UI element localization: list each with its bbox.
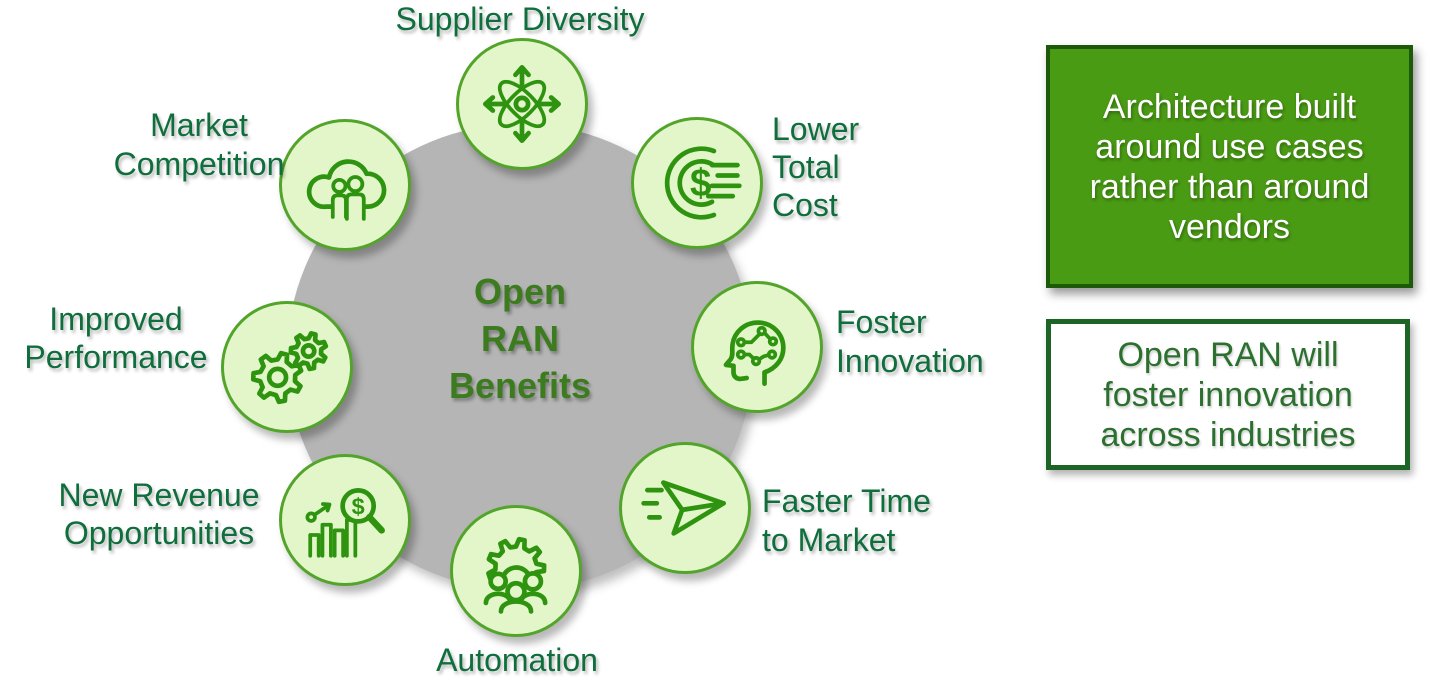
double-gears-icon — [250, 330, 329, 405]
innovation-callout-box: Open RAN will foster innovation across i… — [1046, 319, 1410, 470]
benefit-circle-supplier-diversity — [456, 38, 588, 170]
center-title-line: Benefits — [448, 365, 592, 406]
label-line: Market — [150, 107, 248, 143]
label-improved-performance: Improved Performance — [16, 300, 216, 376]
benefit-circle-lower-total-cost: $ — [631, 117, 763, 249]
gear-people-icon — [483, 536, 548, 614]
label-lower-total-cost: Lower Total Cost — [772, 110, 952, 224]
head-circuit-icon — [723, 320, 786, 387]
benefit-circle-improved-performance — [221, 301, 353, 433]
callout-line: around use cases — [1095, 127, 1364, 166]
dollar-glyph: $ — [690, 162, 711, 205]
chart-magnifier-dollar-icon: $ — [305, 488, 385, 558]
label-line: Total — [772, 149, 840, 185]
callout-line: across industries — [1100, 415, 1356, 454]
label-foster-innovation: Foster Innovation — [836, 303, 1066, 381]
benefit-circle-new-revenue-opportunities: $ — [279, 454, 411, 586]
label-market-competition: Market Competition — [88, 106, 310, 184]
label-automation: Automation — [402, 641, 632, 679]
label-line: Innovation — [836, 343, 984, 379]
callout-line: vendors — [1169, 207, 1290, 246]
label-line: Improved — [49, 301, 183, 337]
center-title-line: RAN — [481, 318, 559, 359]
expand-directions-atom-icon — [482, 64, 562, 144]
label-line: Performance — [24, 339, 208, 375]
paper-plane-icon — [641, 480, 726, 536]
label-line: Opportunities — [63, 515, 255, 551]
center-title-line: Open — [473, 271, 566, 312]
callout-line: Open RAN will — [1117, 335, 1339, 374]
benefit-circle-market-competition — [279, 119, 411, 251]
benefit-circle-faster-time-to-market — [619, 442, 751, 574]
label-line: Lower — [772, 111, 860, 147]
center-title: Open RAN Benefits — [420, 268, 620, 409]
callout-line: foster innovation — [1103, 375, 1353, 414]
label-line: Automation — [436, 642, 598, 678]
benefit-circle-automation — [450, 505, 582, 637]
label-line: Competition — [113, 146, 285, 182]
architecture-callout-box: Architecture built around use cases rath… — [1046, 45, 1413, 288]
benefit-circle-foster-innovation — [691, 281, 823, 413]
callout-line: Architecture built — [1102, 87, 1357, 126]
dollar-glyph: $ — [352, 493, 365, 519]
label-line: to Market — [762, 522, 896, 558]
label-new-revenue-opportunities: New Revenue Opportunities — [40, 476, 278, 552]
label-line: Faster Time — [762, 483, 931, 519]
dollar-coin-speed-icon: $ — [664, 146, 742, 220]
label-line: Supplier Diversity — [395, 1, 645, 37]
label-supplier-diversity: Supplier Diversity — [320, 0, 720, 38]
callout-line: rather than around — [1089, 167, 1370, 206]
label-faster-time-to-market: Faster Time to Market — [762, 482, 992, 560]
label-line: Foster — [836, 304, 927, 340]
label-line: New Revenue — [58, 477, 260, 513]
cloud-people-icon — [306, 159, 387, 221]
label-line: Cost — [772, 187, 838, 223]
